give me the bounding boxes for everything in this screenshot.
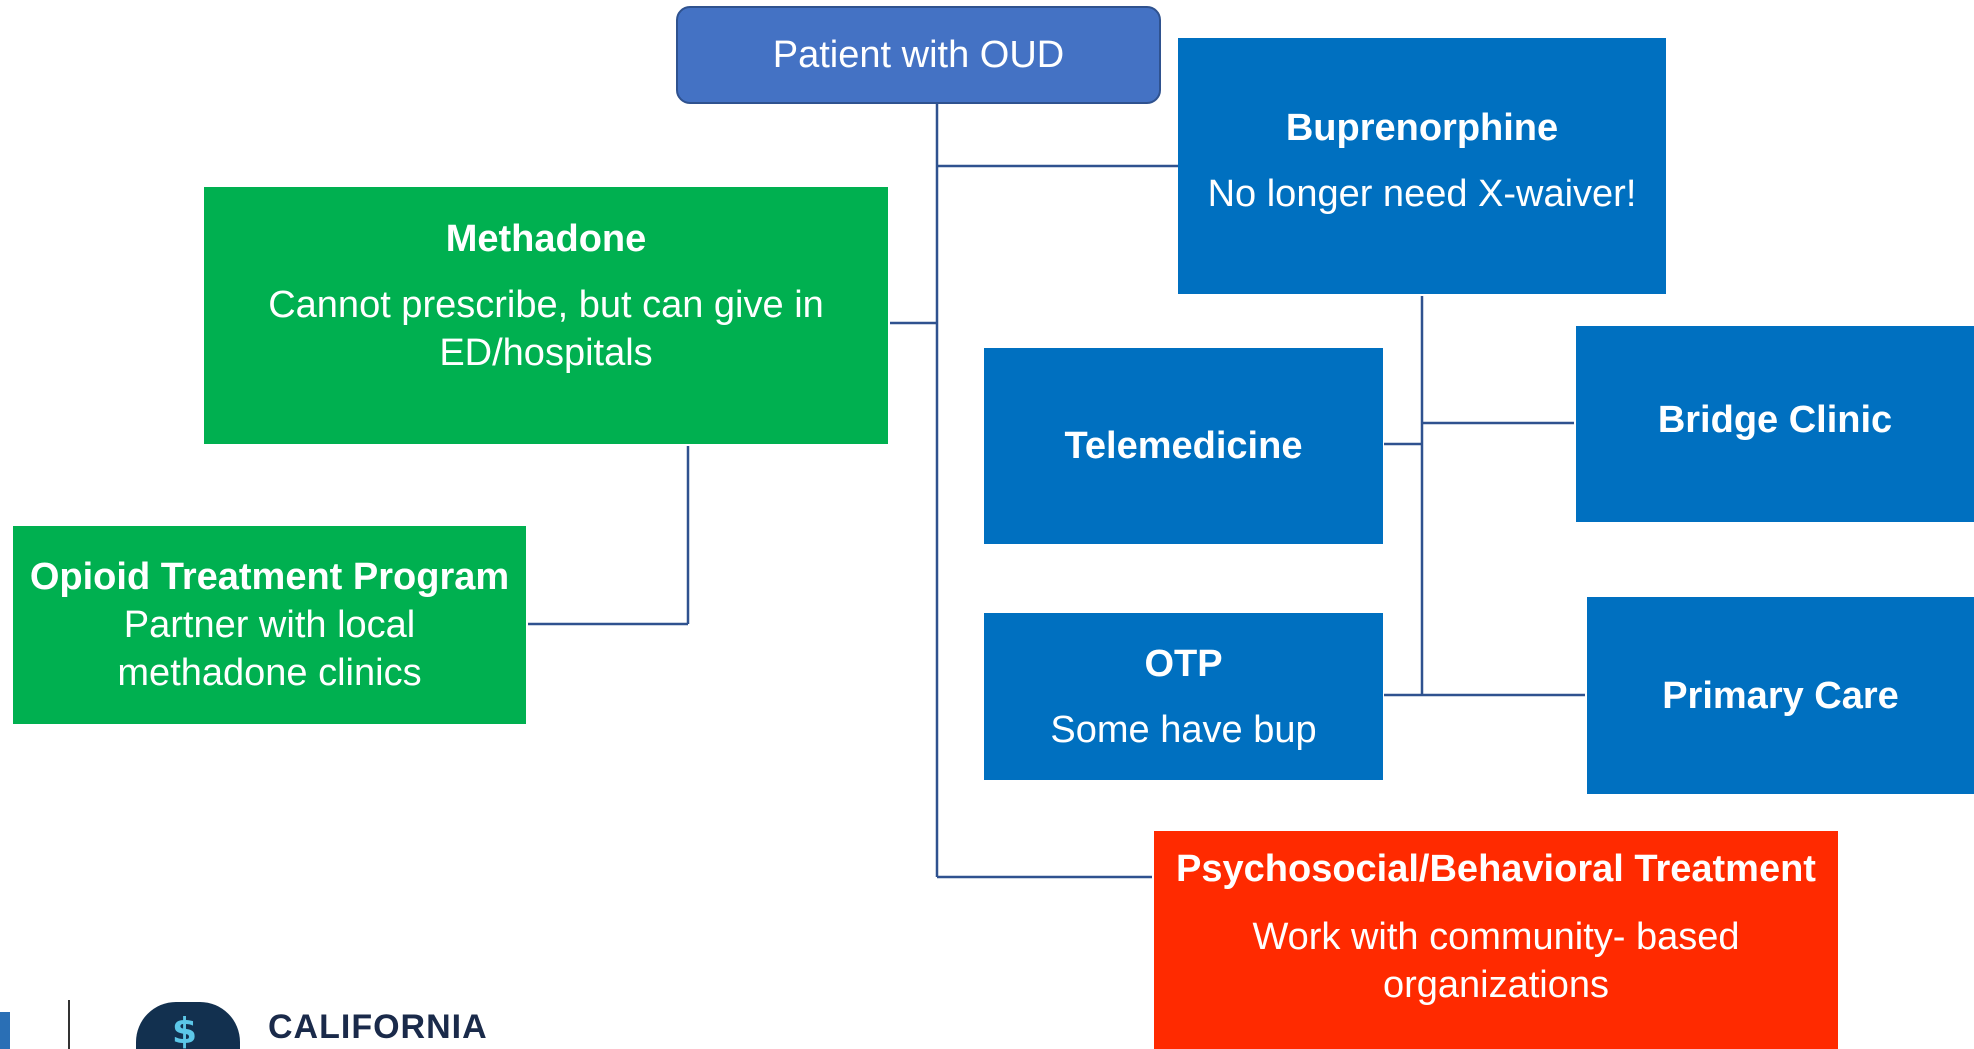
california-logo-text: CALIFORNIA [268,1008,488,1046]
bridge-clinic-title: Bridge Clinic [1657,399,1893,441]
primary-care-node: Primary Care [1587,597,1974,794]
patient-with-oud-label: Patient with OUD [772,34,1065,76]
buprenorphine-note: No longer need X-waiver! [1207,173,1637,215]
psychosocial-title: Psychosocial/Behavioral Treatment [1176,848,1816,890]
psychosocial-behavioral-treatment-node: Psychosocial/Behavioral Treatment Work w… [1154,831,1838,1049]
telemedicine-node: Telemedicine [984,348,1383,544]
methadone-node: Methadone Cannot prescribe, but can give… [204,187,888,444]
opioid-treatment-program-note-line1: Partner with local [123,604,416,646]
otp-node: OTP Some have bup [984,613,1383,780]
logo-divider [68,1000,70,1049]
buprenorphine-node: Buprenorphine No longer need X-waiver! [1178,38,1666,294]
opioid-treatment-program-node: Opioid Treatment Program Partner with lo… [13,526,526,724]
patient-with-oud-node: Patient with OUD [676,6,1161,104]
primary-care-title: Primary Care [1662,674,1899,717]
bridge-clinic-node: Bridge Clinic [1576,326,1974,522]
telemedicine-title: Telemedicine [1064,425,1303,467]
opioid-treatment-program-title: Opioid Treatment Program [29,556,510,598]
methadone-title: Methadone [445,218,647,260]
california-logo-mark: $ [136,1002,240,1049]
methadone-note-line2: ED/hospitals [439,332,653,374]
otp-title: OTP [1144,642,1223,685]
methadone-note-line1: Cannot prescribe, but can give in [268,284,824,326]
dollar-icon: $ [172,1011,198,1049]
partial-logo-left [0,1012,10,1049]
psychosocial-note-line1: Work with community- based [1252,916,1740,958]
buprenorphine-title: Buprenorphine [1285,107,1559,149]
opioid-treatment-program-note-line2: methadone clinics [117,652,422,694]
psychosocial-note-line2: organizations [1382,964,1610,1006]
otp-note: Some have bup [1050,708,1317,751]
